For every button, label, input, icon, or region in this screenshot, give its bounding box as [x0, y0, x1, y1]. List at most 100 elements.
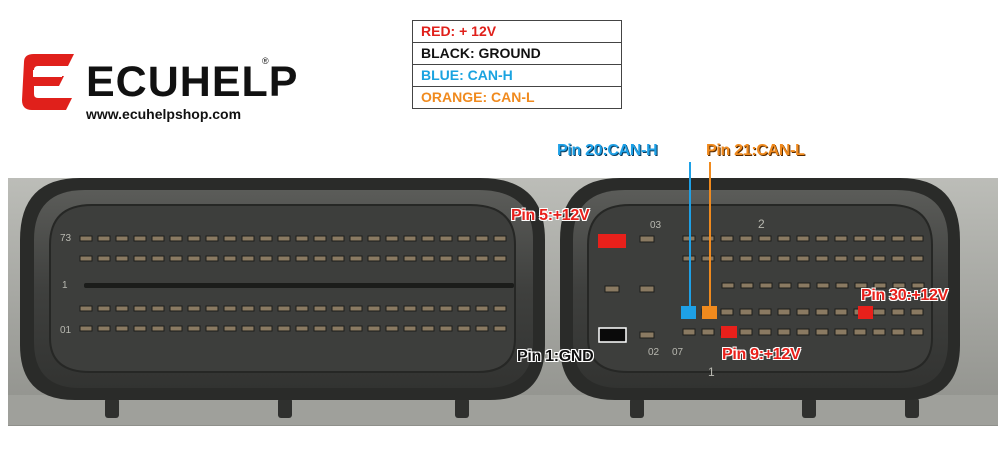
connector-pin — [701, 255, 715, 262]
connector-pin — [349, 325, 363, 332]
connector-pin — [205, 255, 219, 262]
pin-20-marker — [681, 306, 696, 319]
marking-07: 07 — [672, 347, 684, 358]
logo-brand-text: ECUHELP — [86, 58, 299, 106]
connector-pin — [475, 235, 489, 242]
connector-pin — [169, 235, 183, 242]
connector-pin — [701, 235, 715, 242]
connector-pin — [739, 328, 753, 336]
connector-pin — [277, 235, 291, 242]
connector-pin — [385, 325, 399, 332]
connector-pin — [853, 255, 867, 262]
connector-pin — [777, 328, 791, 336]
connector-pin — [872, 328, 886, 336]
connector-pin — [457, 235, 471, 242]
marking-73: 73 — [60, 233, 72, 244]
connector-pin — [277, 305, 291, 312]
connector-pin — [759, 282, 773, 289]
connector-pin — [205, 325, 219, 332]
connector-pin — [223, 255, 237, 262]
marking-01: 01 — [60, 325, 72, 336]
connector-pin — [313, 305, 327, 312]
connector-pin — [259, 325, 273, 332]
left-pin-rows — [79, 235, 507, 332]
connector-pin — [758, 328, 772, 336]
connector-pin — [911, 282, 925, 289]
pin-5-label: Pin 5:+12V — [511, 207, 590, 224]
ecuhelp-logo: ECUHELP ® www.ecuhelpshop.com — [14, 40, 297, 130]
connector-pin — [259, 255, 273, 262]
connector-pin — [493, 325, 507, 332]
connector-pin — [187, 235, 201, 242]
connector-pin — [133, 325, 147, 332]
connector-pin — [295, 235, 309, 242]
connector-pin — [385, 235, 399, 242]
marking-03: 03 — [650, 220, 662, 231]
connector-pin — [151, 255, 165, 262]
connector-pin — [421, 305, 435, 312]
connector-pin — [758, 308, 772, 316]
connector-pin — [151, 305, 165, 312]
connector-pin — [439, 235, 453, 242]
connector-pin — [205, 305, 219, 312]
connector-pin — [133, 235, 147, 242]
connector-pin — [349, 235, 363, 242]
connector-pin — [331, 255, 345, 262]
color-legend: RED: + 12V BLACK: GROUND BLUE: CAN-H ORA… — [412, 20, 622, 109]
connector-pin — [313, 235, 327, 242]
connector-pin — [758, 255, 772, 262]
connector-pin — [367, 235, 381, 242]
pin-30-marker — [858, 306, 873, 319]
connector-pin — [892, 282, 906, 289]
pin-30-label: Pin 30:+12V — [861, 287, 948, 304]
pin-20-can-h-label: Pin 20:CAN-H — [557, 142, 658, 159]
connector-pin — [815, 308, 829, 316]
connector-pin — [367, 325, 381, 332]
connector-pin — [720, 255, 734, 262]
marking-02: 02 — [648, 347, 660, 358]
connector-pin — [834, 308, 848, 316]
connector-pin — [223, 235, 237, 242]
ecuhelp-logo-icon — [22, 54, 74, 110]
connector-pin — [151, 235, 165, 242]
connector-pin — [151, 325, 165, 332]
connector-pin — [421, 325, 435, 332]
connector-pin — [403, 325, 417, 332]
connector-pin — [475, 305, 489, 312]
connector-pin — [682, 328, 696, 336]
connector-pin — [872, 235, 886, 242]
connector-pin — [815, 328, 829, 336]
connector-pin — [910, 328, 924, 336]
connector-pin — [115, 255, 129, 262]
connector-pin — [777, 235, 791, 242]
connector-pin — [493, 305, 507, 312]
pin-9-label: Pin 9:+12V — [722, 346, 801, 363]
connector-pin — [910, 235, 924, 242]
connector-pin — [421, 235, 435, 242]
connector-pin — [331, 235, 345, 242]
connector-pin — [97, 235, 111, 242]
connector-pin — [796, 328, 810, 336]
connector-pin — [295, 325, 309, 332]
connector-pin — [439, 325, 453, 332]
pin-1-gnd-label: Pin 1:GND — [517, 348, 594, 365]
ecu-connector: 73 1 01 03 02 07 2 1 — [8, 162, 998, 426]
connector-pin — [205, 235, 219, 242]
pin-21-marker — [702, 306, 717, 319]
pin-9-marker — [721, 326, 737, 338]
legend-row-black: BLACK: GROUND — [413, 43, 621, 65]
connector-pin — [367, 255, 381, 262]
marking-1-right: 1 — [708, 365, 715, 379]
connector-pin — [910, 308, 924, 316]
connector-pin — [796, 235, 810, 242]
connector-pin — [295, 255, 309, 262]
connector-pin — [872, 308, 886, 316]
connector-pin — [187, 305, 201, 312]
connector-pin — [493, 235, 507, 242]
connector-pin — [872, 255, 886, 262]
connector-pin — [835, 282, 849, 289]
connector-pin — [475, 255, 489, 262]
connector-pin — [385, 255, 399, 262]
connector-pin — [758, 235, 772, 242]
connector-pin — [313, 255, 327, 262]
